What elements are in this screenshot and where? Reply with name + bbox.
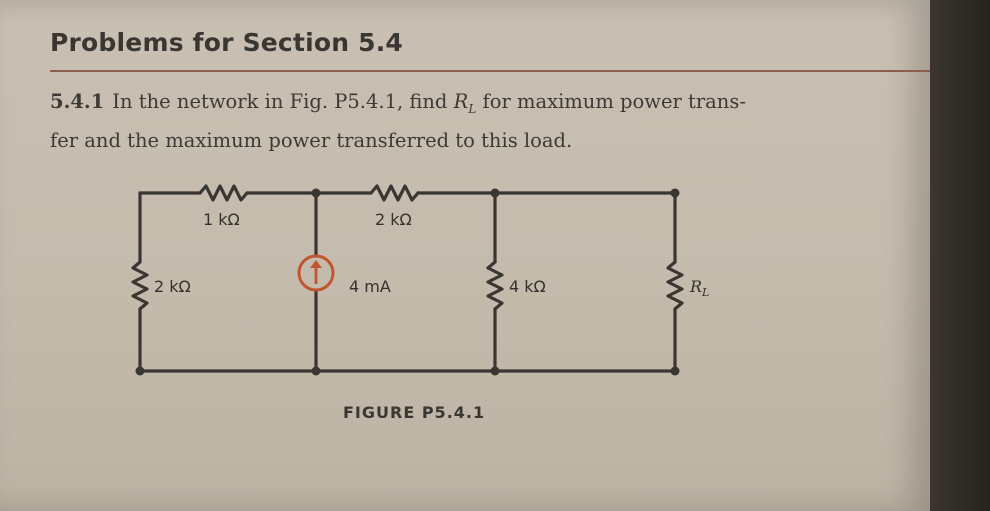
label-r-top-left: 1 kΩ xyxy=(203,210,240,229)
arrow-head-icon xyxy=(310,260,322,268)
textbook-page: Problems for Section 5.4 5.4.1 In the net… xyxy=(0,0,930,511)
problem-number: 5.4.1 xyxy=(50,90,105,113)
resistor-2k-left xyxy=(131,260,149,311)
problem-line2: fer and the maximum power transferred to… xyxy=(50,128,573,152)
resistor-4k xyxy=(486,260,504,311)
current-source-circle xyxy=(297,254,335,292)
resistor-2k-top xyxy=(369,184,420,202)
problem-line1-prefix: In the network in Fig. P5.4.1, find xyxy=(112,90,448,113)
label-r-middle: 4 kΩ xyxy=(509,277,546,296)
label-r-left: 2 kΩ xyxy=(154,277,191,296)
problem-rl-symbol: RL xyxy=(453,90,477,116)
figure-caption: FIGURE P5.4.1 xyxy=(343,403,486,422)
junction-dot xyxy=(670,366,680,376)
junction-dot xyxy=(490,188,500,198)
junction-dot xyxy=(670,188,680,198)
junction-dot xyxy=(311,366,321,376)
junction-dot xyxy=(135,366,145,376)
label-current-source: 4 mA xyxy=(349,277,391,296)
junction-dot xyxy=(311,188,321,198)
circuit-diagram: 1 kΩ 2 kΩ 2 kΩ 4 mA 4 kΩ RL xyxy=(131,184,709,376)
label-r-load: RL xyxy=(689,277,709,299)
resistor-rl xyxy=(666,260,684,311)
problem-text: 5.4.1 In the network in Fig. P5.4.1, find… xyxy=(50,86,870,156)
problem-line1-suffix: for maximum power trans- xyxy=(482,90,746,113)
resistor-1k xyxy=(198,184,249,202)
section-title: Problems for Section 5.4 xyxy=(50,28,404,57)
section-divider xyxy=(50,70,930,72)
page-edge-shadow xyxy=(930,0,990,511)
junction-dot xyxy=(490,366,500,376)
label-r-top-right: 2 kΩ xyxy=(375,210,412,229)
